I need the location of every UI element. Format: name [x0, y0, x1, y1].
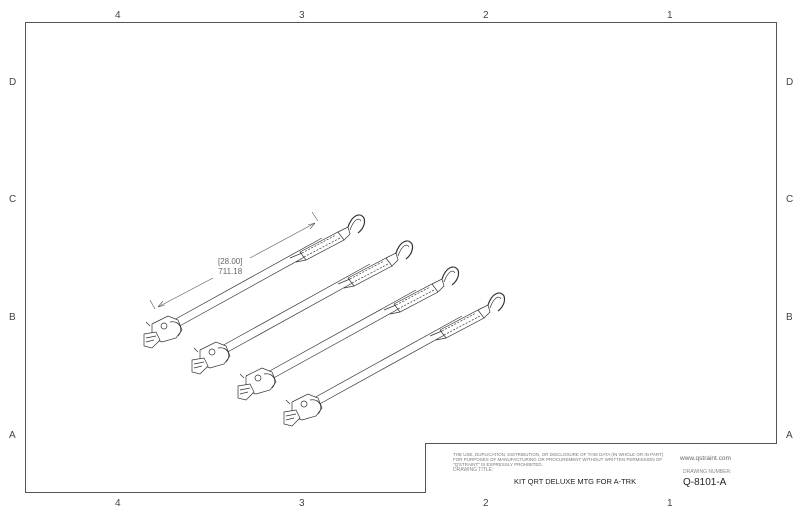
dimension-label: [28.00] 711.18 [218, 257, 242, 277]
zone-left-B: B [9, 312, 16, 323]
zone-top-3: 3 [299, 10, 305, 21]
drawing-title-label: DRAWING TITLE: [453, 467, 494, 473]
drawing-border [25, 22, 777, 493]
zone-left-C: C [9, 194, 17, 205]
zone-bottom-4: 4 [115, 498, 121, 509]
zone-bottom-1: 1 [667, 498, 673, 509]
zone-right-B: B [786, 312, 793, 323]
dimension-line [149, 211, 319, 310]
drawing-number-label: DRAWING NUMBER: [683, 469, 732, 475]
zone-right-D: D [786, 77, 794, 88]
zone-left-A: A [9, 430, 16, 441]
dimension-mm: 711.18 [218, 267, 243, 276]
zone-bottom-2: 2 [483, 498, 489, 509]
title-block: THE USE, DUPLICATION, DISTRIBUTION, OR D… [425, 443, 777, 493]
zone-top-1: 1 [667, 10, 673, 21]
zone-left-D: D [9, 77, 17, 88]
zone-right-C: C [786, 194, 794, 205]
website: www.qstraint.com [680, 455, 731, 462]
zone-top-2: 2 [483, 10, 489, 21]
zone-bottom-3: 3 [299, 498, 305, 509]
dimension-inches: [28.00] [218, 257, 243, 266]
drawing-number: Q-8101-A [683, 477, 727, 488]
zone-top-4: 4 [115, 10, 121, 21]
disclosure-notice: THE USE, DUPLICATION, DISTRIBUTION, OR D… [453, 452, 664, 467]
drawing-title: KIT QRT DELUXE MTG FOR A-TRK [514, 477, 637, 486]
zone-right-A: A [786, 430, 793, 441]
